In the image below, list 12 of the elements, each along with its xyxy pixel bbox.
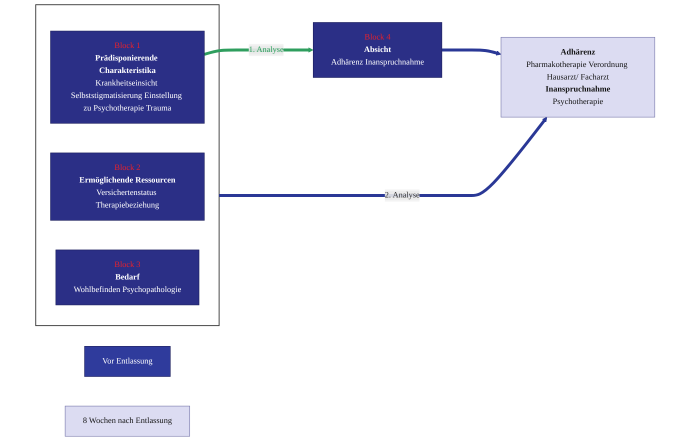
node-box: Adhärenz Pharmakotherapie Verordnung Hausarzt/ Facharzt Inanspruchnahme Psychotherapie: [500, 36, 655, 118]
node-box: Block 4 Absicht Adhärenz Inanspruchnahme: [312, 22, 442, 78]
edge-label: 1. Analyse: [248, 46, 284, 54]
arrow: [218, 116, 547, 197]
node-box: Block 2 Ermöglichende Ressourcen Versichertenstatus Therapiebeziehung: [50, 152, 204, 221]
node-box: Block 3 Bedarf Wohlbefinden Psychopathologie: [55, 250, 200, 306]
node-box: Block 1 Prädisponierende Charakteristika Krankheitseinsicht Selbststigmatisierung Einstellung zu Psychotherapie Trauma: [50, 30, 204, 124]
arrow: [442, 48, 501, 56]
node-box: 8 Wochen nach Entlassung: [64, 406, 190, 437]
cluster: [35, 4, 220, 326]
node-box: Vor Entlassung: [84, 346, 170, 377]
edge-label: 2. Analyse: [384, 191, 420, 200]
